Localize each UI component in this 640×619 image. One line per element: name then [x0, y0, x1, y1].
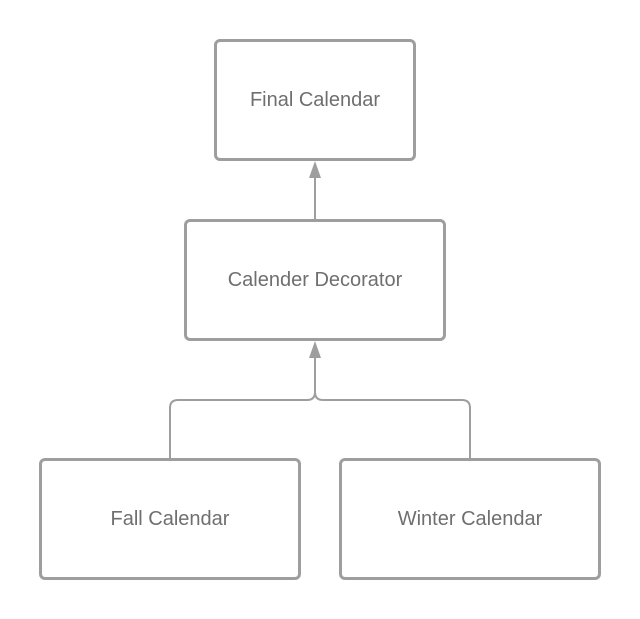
edge-children-to-decorator: [169, 341, 471, 458]
connector-line-fall-decorator: [169, 358, 316, 458]
final-calendar-label: Final Calendar: [249, 88, 381, 111]
arrowhead-decorator: [309, 341, 321, 358]
fall-calendar-box[interactable]: Fall Calendar: [39, 458, 301, 580]
calender-decorator-label: Calender Decorator: [227, 268, 403, 291]
connector-line-winter-decorator: [314, 391, 471, 458]
fall-calendar-label: Fall Calendar: [110, 507, 230, 530]
final-calendar-box[interactable]: Final Calendar: [214, 39, 416, 161]
calender-decorator-box[interactable]: Calender Decorator: [184, 219, 446, 341]
arrowhead-final: [309, 161, 321, 178]
edge-decorator-to-final: [309, 161, 321, 219]
winter-calendar-label: Winter Calendar: [397, 507, 543, 530]
winter-calendar-box[interactable]: Winter Calendar: [339, 458, 601, 580]
